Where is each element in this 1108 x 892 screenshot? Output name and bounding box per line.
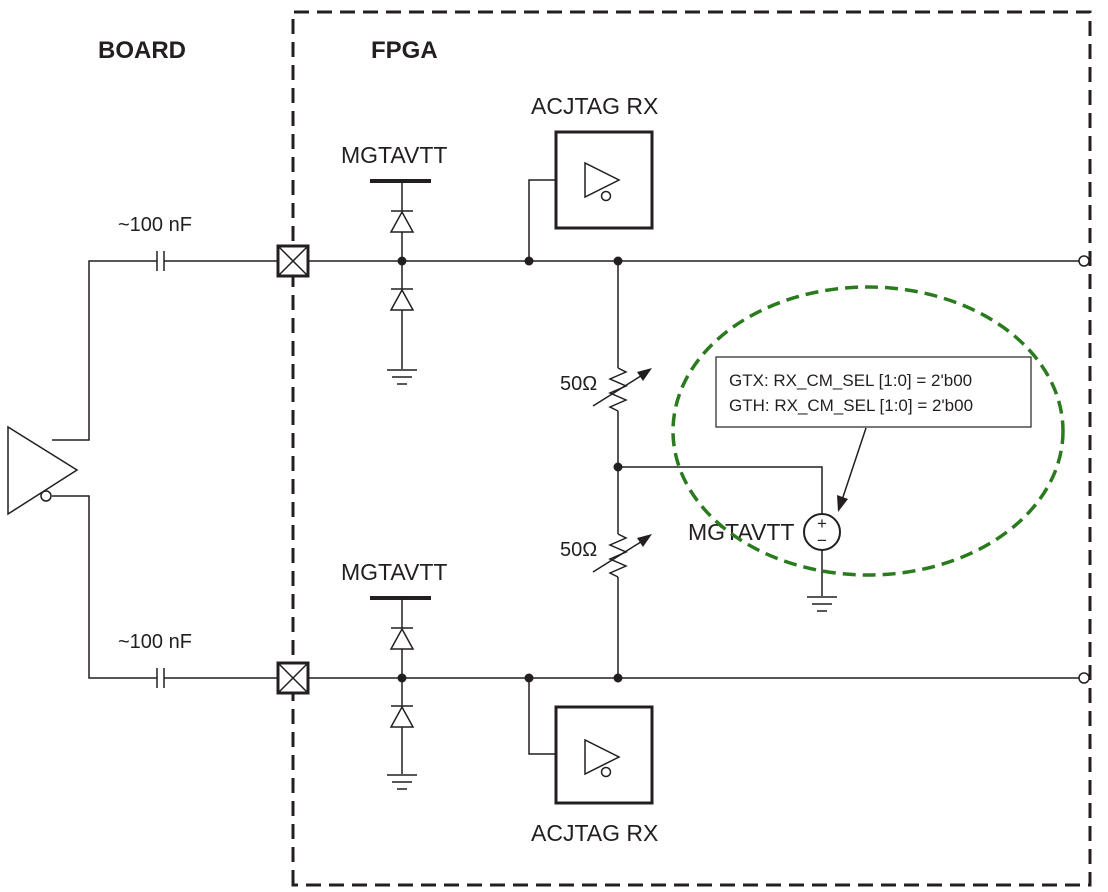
- esd-diode-bottom-upper: [389, 598, 415, 678]
- driver-negative-wire: [52, 495, 157, 679]
- res-bottom-label: 50Ω: [560, 539, 597, 561]
- ac-capacitor-bottom: [156, 668, 278, 688]
- output-terminal-bottom: [1078, 672, 1090, 684]
- driver-inverting-bubble: [40, 490, 52, 502]
- ac-capacitor-top: [156, 251, 278, 271]
- highlight-ellipse: [671, 285, 1065, 577]
- config-note: GTX: RX_CM_SEL [1:0] = 2'b00 GTH: RX_CM_…: [715, 356, 1032, 428]
- ground-bottom: [387, 774, 417, 790]
- driver-positive-wire: [52, 260, 157, 441]
- ground-source: [807, 596, 837, 612]
- fpga-boundary: [291, 10, 1092, 887]
- source-minus-sign: −: [817, 531, 827, 550]
- output-terminal-top: [1078, 255, 1090, 267]
- cap-top-label: ~100 nF: [118, 214, 192, 236]
- junction-acjtag-top: [524, 256, 534, 266]
- acjtag-bottom-label: ACJTAG RX: [531, 820, 658, 846]
- esd-diode-bottom-lower: [389, 678, 415, 774]
- board-label: BOARD: [98, 37, 186, 64]
- mgtavtt-top-label: MGTAVTT: [341, 142, 447, 168]
- cap-bottom-label: ~100 nF: [118, 631, 192, 653]
- package-pin-top: [276, 244, 310, 278]
- note-arrow: [837, 427, 867, 512]
- junction-acjtag-bottom: [524, 673, 534, 683]
- termination-resistor-bottom: [592, 467, 652, 678]
- fpga-label: FPGA: [371, 37, 438, 64]
- common-mode-voltage-source: + −: [803, 513, 841, 596]
- source-plus-sign: +: [817, 514, 827, 533]
- termination-resistor-top: [592, 261, 652, 467]
- acjtag-rx-top: [528, 130, 654, 261]
- package-pin-bottom: [276, 661, 310, 695]
- center-tap-wire: [618, 466, 823, 514]
- acjtag-top-label: ACJTAG RX: [531, 93, 658, 119]
- esd-diode-top-lower: [389, 261, 415, 369]
- esd-diode-top-upper: [389, 181, 415, 261]
- config-note-line2: GTH: RX_CM_SEL [1:0] = 2'b00: [729, 396, 973, 415]
- acjtag-rx-bottom: [528, 678, 654, 805]
- mgtavtt-bottom-label: MGTAVTT: [341, 559, 447, 585]
- config-note-line1: GTX: RX_CM_SEL [1:0] = 2'b00: [729, 371, 972, 390]
- board-driver: [7, 260, 157, 679]
- res-top-label: 50Ω: [560, 373, 597, 395]
- ground-top: [387, 369, 417, 385]
